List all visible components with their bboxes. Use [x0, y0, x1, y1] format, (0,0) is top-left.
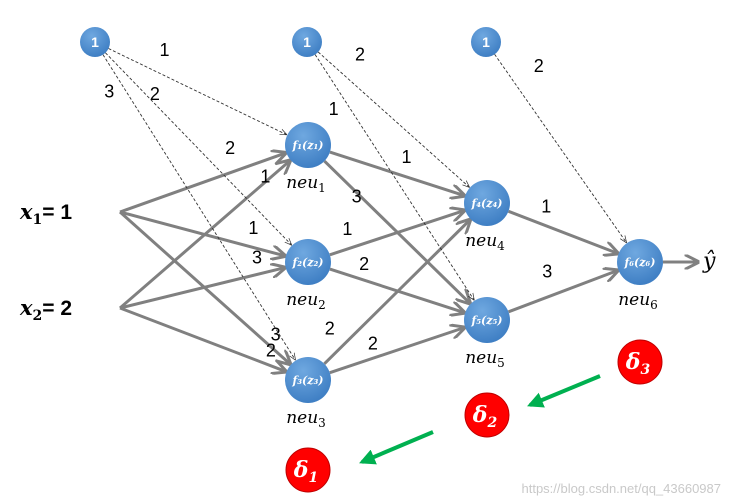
neuron-n4: [464, 180, 510, 226]
neuron-n2: [285, 239, 331, 285]
weight-edge-n3-n5: [329, 328, 464, 375]
weight-label-n5-n6: 3: [542, 262, 552, 282]
weight-label-n4-n6: 1: [541, 197, 551, 217]
weight-label-x1-n2: 1: [248, 218, 258, 238]
neuron-name-sub: 4: [497, 239, 505, 253]
weight-label-x2-n1: 1: [260, 167, 270, 187]
neuron-function: f₄(z₄): [470, 197, 502, 210]
weight-edge-n3-n4: [323, 220, 470, 365]
weight-label-n3-n5: 2: [368, 334, 378, 354]
weight-label-x2-n3: 2: [266, 341, 276, 361]
weight-edge-n5-n6: [507, 271, 618, 314]
neuron-name-sub: 6: [650, 298, 658, 312]
neuron-n3: [285, 357, 331, 403]
input-label-x1: x1= 1: [19, 199, 72, 228]
bias-edge-b2-n4: [317, 51, 469, 187]
neuron-function: f₅(z₅): [470, 314, 502, 327]
delta-symbol: δ: [293, 457, 309, 483]
weight-label-n1-n5: 3: [352, 186, 362, 206]
delta-d2: [464, 392, 510, 438]
bias-node-label: 1: [303, 34, 311, 50]
neuron-function: f₆(z₆): [623, 256, 655, 269]
neuron-name: neu4: [465, 231, 505, 253]
bias-node: [80, 27, 110, 57]
backprop-arrow: [527, 374, 601, 408]
weight-label-b3-n6: 2: [534, 56, 544, 76]
neuron-name: neu6: [618, 290, 658, 312]
input-value: = 1: [42, 201, 72, 224]
bias-node-label: 1: [91, 34, 99, 50]
weight-edge-n4-n6: [507, 209, 617, 253]
weight-label-x1-n3: 3: [271, 324, 281, 344]
bias-edge-b3-n6: [494, 54, 627, 242]
delta-sub: 3: [640, 362, 650, 378]
backprop-arrow: [359, 430, 434, 465]
neuron-name: neu3: [286, 408, 326, 430]
weight-label-b1-n2: 2: [150, 84, 160, 104]
weight-label-n1-n4: 1: [401, 147, 411, 167]
delta-d3: [617, 339, 663, 385]
bias-edge-b1-n1: [108, 48, 287, 135]
neuron-n6: [617, 239, 663, 285]
delta-d1: [285, 447, 331, 493]
neuron-name-sub: 5: [497, 356, 505, 370]
input-sub: 2: [33, 308, 43, 324]
weight-label-b1-n3: 3: [104, 81, 114, 101]
neuron-name-text: neu: [286, 173, 318, 193]
input-var: x: [19, 295, 33, 320]
neuron-function: f₃(z₃): [291, 374, 323, 387]
delta-sub: 1: [308, 470, 318, 486]
bias-edge-b1-n2: [105, 52, 291, 245]
delta-sub: 2: [486, 415, 497, 431]
bias-node: [292, 27, 322, 57]
input-var: x: [19, 199, 33, 224]
neuron-name: neu5: [465, 348, 505, 370]
watermark: https://blog.csdn.net/qq_43660987: [521, 481, 722, 496]
neuron-name-sub: 1: [318, 181, 326, 195]
weight-edge-x2-n2: [119, 268, 285, 310]
neuron-function: f₁(z₁): [291, 139, 323, 152]
bias-edge-b2-n5: [314, 54, 474, 300]
neuron-name-sub: 2: [318, 298, 326, 312]
neuron-name-text: neu: [286, 408, 318, 428]
weight-edge-x1-n2: [119, 210, 285, 256]
input-value: = 2: [42, 297, 72, 320]
delta-label: δ3: [625, 349, 651, 378]
input-label-x2: x2= 2: [19, 295, 72, 324]
weight-edge-x1-n1: [119, 153, 285, 214]
neuron-function: f₂(z₂): [291, 256, 323, 269]
delta-label: δ1: [293, 457, 318, 486]
delta-label: δ2: [472, 402, 498, 431]
bias-node: [471, 27, 501, 57]
weight-label-b2-n5: 1: [329, 99, 339, 119]
weight-label-b2-n4: 2: [355, 44, 365, 64]
weight-label-n2-n5: 2: [359, 254, 369, 274]
bias-edge-b1-n3: [102, 54, 295, 360]
weight-edge-x2-n1: [119, 161, 290, 310]
delta-symbol: δ: [472, 402, 488, 428]
weight-label-x2-n2: 3: [252, 248, 262, 268]
weight-label-n3-n4: 2: [325, 319, 335, 339]
neuron-name-text: neu: [465, 348, 497, 368]
weight-label-x1-n1: 2: [225, 138, 235, 158]
neuron-n1: [285, 122, 331, 168]
weight-edge-n2-n4: [329, 211, 464, 257]
weight-edge-x2-n3: [119, 306, 286, 371]
delta-symbol: δ: [625, 349, 641, 375]
bias-node-label: 1: [482, 34, 490, 50]
weight-edge-n1-n4: [329, 150, 464, 196]
neuron-n5: [464, 297, 510, 343]
weight-label-b1-n1: 1: [160, 40, 170, 60]
neuron-name-text: neu: [618, 290, 650, 310]
output-y-hat: ŷ: [702, 249, 716, 274]
neuron-name-text: neu: [286, 290, 318, 310]
neuron-name-sub: 3: [318, 416, 326, 430]
neuron-name: neu2: [286, 290, 326, 312]
neuron-name: neu1: [286, 173, 326, 195]
input-sub: 1: [33, 212, 43, 228]
neuron-name-text: neu: [465, 231, 497, 251]
weight-label-n2-n4: 1: [342, 219, 352, 239]
